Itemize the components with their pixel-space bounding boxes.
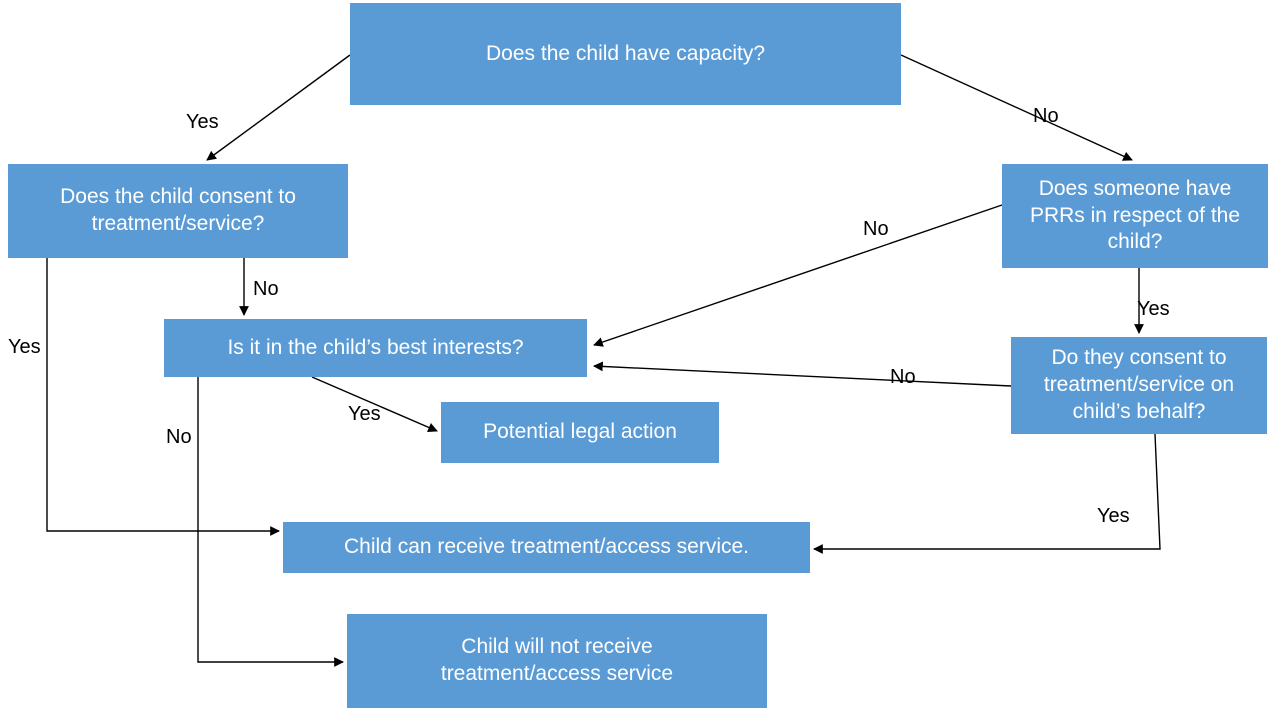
edge-they-consent-to-can-receive [813, 433, 1161, 554]
node-label: Is it in the child’s best interests? [227, 335, 524, 359]
node-potential-legal-action[interactable]: Potential legal action [441, 402, 719, 463]
edge-capacity-to-child-consent [206, 54, 351, 161]
node-is-it-in-the-childs-best-interests[interactable]: Is it in the child’s best interests? [164, 319, 587, 377]
node-label: Does the child consent to treatment/serv… [60, 185, 296, 235]
node-child-can-receive-treatment[interactable]: Child can receive treatment/access servi… [283, 522, 810, 573]
edge-capacity-to-prr [900, 54, 1133, 161]
edge-label-capacity-no: No [1033, 105, 1059, 127]
edge-label-prr-yes: Yes [1137, 298, 1170, 320]
node-child-will-not-receive-treatment[interactable]: Child will not receive treatment/access … [347, 614, 767, 708]
edge-label-prr-no: No [863, 218, 889, 240]
edge-label-they-consent-yes: Yes [1097, 505, 1130, 527]
node-do-they-consent-on-childs-behalf[interactable]: Do they consent to treatment/service on … [1011, 337, 1267, 434]
edge-they-consent-to-best-interests [593, 361, 1012, 387]
node-does-the-child-consent[interactable]: Does the child consent to treatment/serv… [8, 164, 348, 258]
edge-best-interests-to-will-not-receive [197, 377, 344, 667]
edge-label-child-consent-no: No [253, 278, 279, 300]
edge-label-best-interests-yes: Yes [348, 403, 381, 425]
edge-label-child-consent-yes: Yes [8, 336, 41, 358]
edge-label-they-consent-no: No [890, 366, 916, 388]
node-label: Child will not receive treatment/access … [440, 635, 674, 685]
node-label: Does someone have PRRs in respect of the… [1029, 176, 1241, 254]
node-does-the-child-have-capacity[interactable]: Does the child have capacity? [350, 3, 901, 105]
edge-prr-to-best-interests [593, 204, 1003, 347]
node-does-someone-have-prrs[interactable]: Does someone have PRRs in respect of the… [1002, 164, 1268, 268]
node-label: Does the child have capacity? [486, 41, 765, 65]
edge-label-capacity-yes: Yes [186, 111, 219, 133]
node-label: Do they consent to treatment/service on … [1043, 346, 1235, 423]
node-label: Potential legal action [483, 420, 677, 444]
edge-child-consent-to-can-receive [46, 258, 280, 536]
node-label: Child can receive treatment/access servi… [344, 535, 749, 559]
edge-label-best-interests-no: No [166, 426, 192, 448]
